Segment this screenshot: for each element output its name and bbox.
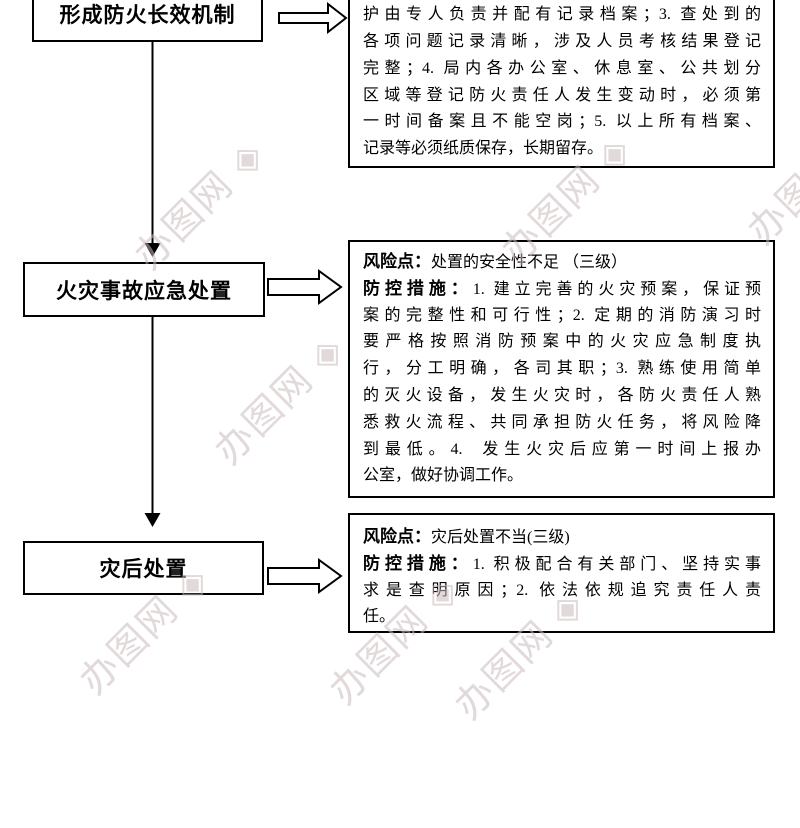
detail-line: 案的完整性和可行性；2. 定期的消防演习时 [363, 303, 761, 330]
watermark: 办图网 ◈ [204, 324, 355, 475]
flow-step-box-3: 灾后处置 [23, 541, 264, 595]
flow-step-box-1: 形成防火长效机制 [32, 0, 263, 42]
detail-line-text: 公室，做好协调工作。 [363, 467, 524, 485]
flow-step-label-2: 火灾事故应急处置 [56, 279, 232, 303]
down-arrow-connector-2 [144, 317, 161, 527]
detail-line-text: 的灭火设备，发生火灾时，各防火责任人熟 [363, 386, 761, 404]
detail-line: 防控措施：1. 建立完善的火灾预案，保证预 [363, 276, 761, 303]
detail-line-text: 完整；4. 局内各办公室、休息室、公共划分 [363, 59, 761, 77]
detail-line-text: 记录等必须纸质保存，长期留存。 [363, 140, 604, 158]
block-arrow-right-2 [267, 269, 343, 305]
block-arrow-right-1 [278, 2, 348, 34]
detail-line-text: 到最低。4. 发生火灾后应第一时间上报办 [363, 440, 761, 458]
detail-line-text: 灾后处置不当(三级) [431, 529, 570, 546]
detail-line: 悉救火流程、共同承担防火任务，将风险降 [363, 410, 761, 437]
block-arrow-right-3 [267, 558, 343, 594]
detail-line: 区域等登记防火责任人发生变动时，必须第 [363, 83, 761, 110]
detail-box-1: 护由专人负责并配有记录档案；3. 查处到的各项问题记录清晰，涉及人员考核结果登记… [348, 0, 775, 168]
detail-line-text: 1. 建立完善的火灾预案，保证预 [472, 280, 761, 298]
detail-line-text: 案的完整性和可行性；2. 定期的消防演习时 [363, 306, 761, 324]
detail-line: 记录等必须纸质保存，长期留存。 [363, 136, 761, 163]
detail-line-text: 一时间备案且不能空岗；5. 以上所有档案、 [363, 113, 761, 131]
detail-line-bold-label: 风险点： [363, 252, 431, 271]
detail-line-text: 求是查明原因；2. 依法依规追究责任人责 [363, 581, 761, 599]
detail-line: 一时间备案且不能空岗；5. 以上所有档案、 [363, 109, 761, 136]
detail-line: 公室，做好协调工作。 [363, 463, 761, 490]
detail-line: 防控措施：1. 积极配合有关部门、坚持实事 [363, 551, 761, 578]
detail-line: 完整；4. 局内各办公室、休息室、公共划分 [363, 56, 761, 83]
detail-line: 求是查明原因；2. 依法依规追究责任人责 [363, 578, 761, 605]
down-arrow-connector-1 [144, 42, 161, 257]
detail-line-text: 行，分工明确，各司其职；3. 熟练使用简单 [363, 360, 761, 378]
detail-line-bold-label: 防控措施： [363, 278, 473, 298]
detail-line: 任。 [363, 604, 761, 631]
detail-line-text: 各项问题记录清晰，涉及人员考核结果登记 [363, 33, 761, 51]
detail-line: 的灭火设备，发生火灾时，各防火责任人熟 [363, 383, 761, 410]
detail-line-text: 任。 [363, 608, 396, 626]
detail-line: 风险点：处置的安全性不足 （三级） [363, 249, 761, 276]
detail-line-bold-label: 风险点： [363, 527, 431, 546]
detail-line: 要严格按照消防预案中的火灾应急制度执 [363, 329, 761, 356]
detail-line-text: 区域等登记防火责任人发生变动时，必须第 [363, 86, 761, 104]
detail-line: 到最低。4. 发生火灾后应第一时间上报办 [363, 437, 761, 464]
detail-box-3-lines: 风险点：灾后处置不当(三级)防控措施：1. 积极配合有关部门、坚持实事求是查明原… [350, 515, 773, 631]
detail-line-text: 护由专人负责并配有记录档案；3. 查处到的 [363, 6, 761, 24]
detail-line-bold-label: 防控措施： [363, 553, 473, 573]
watermark-text: 办图网 ◈ [207, 327, 353, 473]
detail-line: 各项问题记录清晰，涉及人员考核结果登记 [363, 29, 761, 56]
detail-line: 护由专人负责并配有记录档案；3. 查处到的 [363, 2, 761, 29]
detail-box-2-lines: 风险点：处置的安全性不足 （三级）防控措施：1. 建立完善的火灾预案，保证预案的… [350, 242, 773, 490]
flow-step-label-3: 灾后处置 [99, 558, 188, 581]
detail-line-text: 要严格按照消防预案中的火灾应急制度执 [363, 333, 761, 351]
detail-line-text: 处置的安全性不足 （三级） [431, 254, 628, 271]
detail-line-text: 悉救火流程、共同承担防火任务，将风险降 [363, 413, 761, 431]
flow-step-box-2: 火灾事故应急处置 [23, 262, 265, 317]
detail-line-text: 1. 积极配合有关部门、坚持实事 [472, 555, 761, 573]
flow-step-label-1: 形成防火长效机制 [59, 4, 236, 27]
detail-line: 风险点：灾后处置不当(三级) [363, 524, 761, 551]
detail-box-1-lines: 护由专人负责并配有记录档案；3. 查处到的各项问题记录清晰，涉及人员考核结果登记… [363, 2, 761, 163]
detail-box-2: 风险点：处置的安全性不足 （三级）防控措施：1. 建立完善的火灾预案，保证预案的… [348, 240, 775, 498]
detail-box-3: 风险点：灾后处置不当(三级)防控措施：1. 积极配合有关部门、坚持实事求是查明原… [348, 513, 775, 633]
detail-line: 行，分工明确，各司其职；3. 熟练使用简单 [363, 356, 761, 383]
